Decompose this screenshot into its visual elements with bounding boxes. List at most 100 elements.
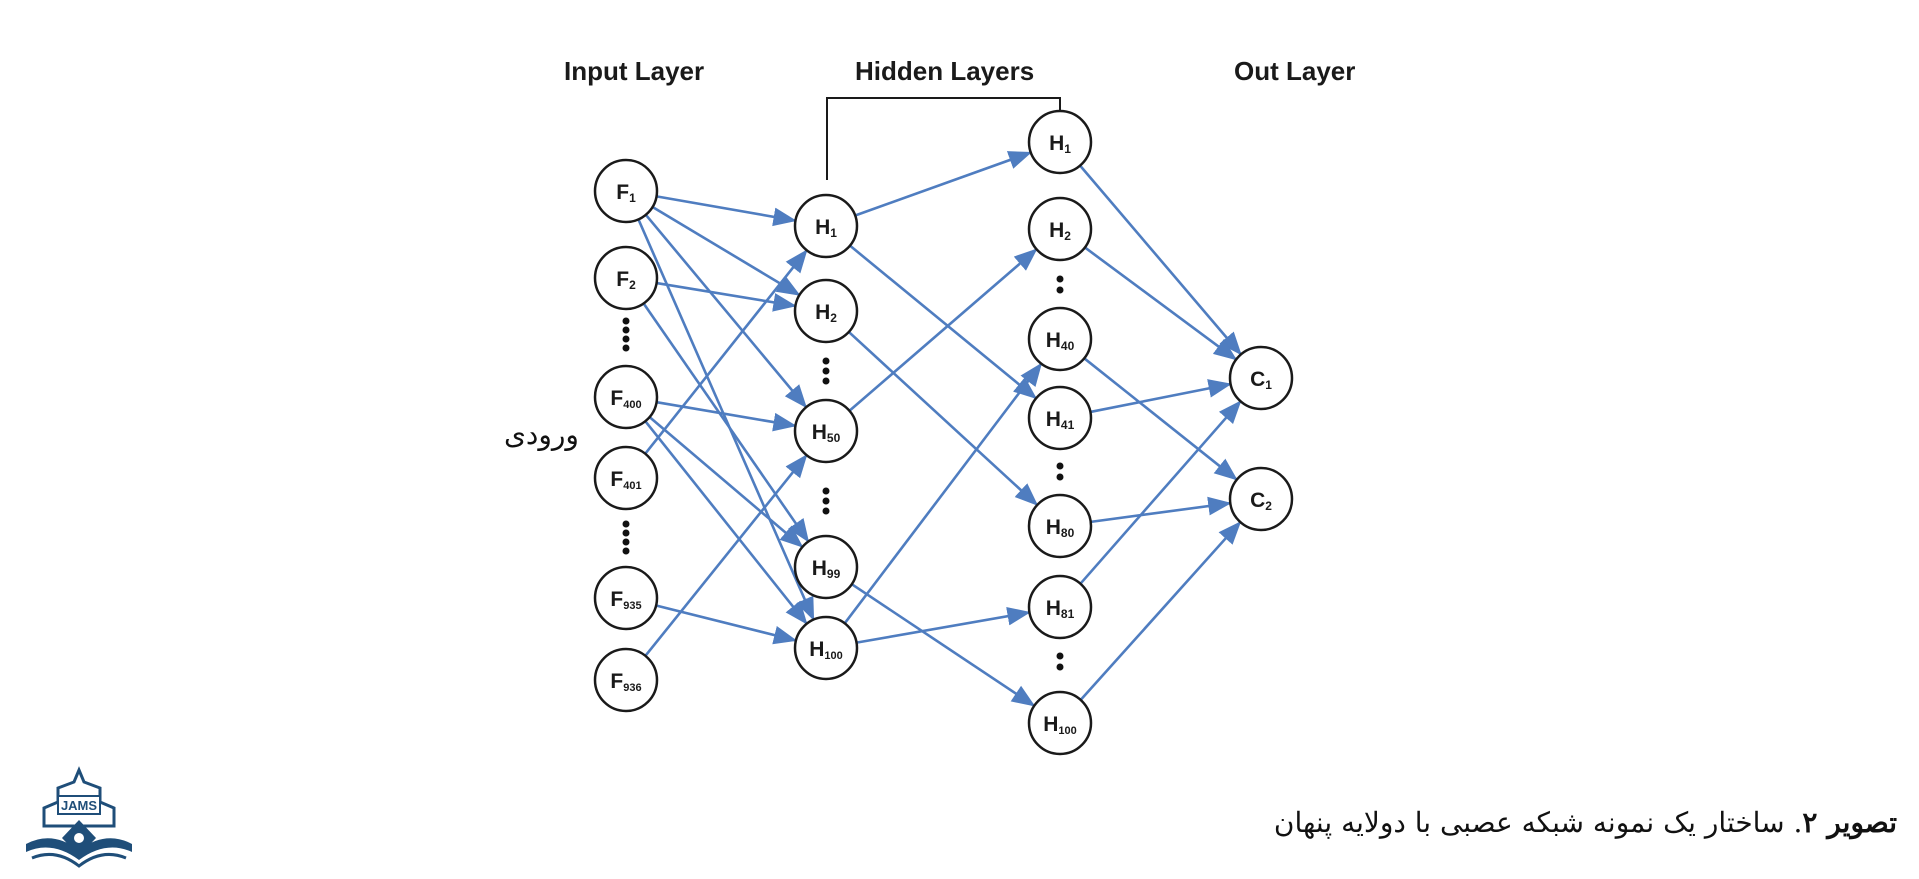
node-label: H40 [1046, 329, 1075, 353]
node-circle [1027, 385, 1093, 451]
node-circle [593, 647, 659, 713]
node-hidden1-h99: H99 [793, 534, 859, 600]
node-label: C2 [1250, 489, 1272, 513]
node-circle [1027, 306, 1093, 372]
ellipsis-dot [622, 326, 630, 334]
caption-figure-number: تصویر ۲ [1802, 806, 1897, 839]
node-input-f400: F400 [593, 364, 659, 430]
ellipsis-dot [822, 507, 830, 515]
output-layer-title: Out Layer [1234, 56, 1356, 86]
edge-B2-C1 [1084, 246, 1238, 361]
node-label: F1 [616, 181, 636, 205]
edge-F401-A1 [644, 249, 808, 455]
edge-A50-B2 [848, 248, 1038, 412]
node-label: C1 [1250, 368, 1272, 392]
ellipsis-dot [1056, 663, 1064, 671]
node-label: H100 [809, 638, 843, 662]
ellipsis-dot [822, 487, 830, 495]
ellipsis-dot [622, 529, 630, 537]
edge-A1-B1 [854, 151, 1033, 217]
edge-B80-C2 [1090, 496, 1232, 524]
node-circle [593, 245, 659, 311]
node-circle [1027, 109, 1093, 175]
node-hidden2-h80: H80 [1027, 493, 1093, 559]
edge-F1-A1 [656, 195, 797, 227]
ellipsis-dot [622, 547, 630, 555]
edge-F935-A100 [655, 604, 798, 645]
node-label: F400 [610, 387, 641, 411]
ellipsis-dot [622, 344, 630, 352]
node-circle [793, 615, 859, 681]
edge-F2-A99 [642, 302, 810, 543]
hidden-layers-bracket [826, 97, 1061, 180]
logo-text: JAMS [61, 798, 97, 813]
ellipsis-dot [822, 357, 830, 365]
node-hidden2-h100: H100 [1027, 690, 1093, 756]
edge-B40-C2 [1083, 357, 1238, 481]
node-label: F936 [610, 670, 641, 694]
node-input-f2: F2 [593, 245, 659, 311]
node-hidden1-h2: H2 [793, 278, 859, 344]
edge-A99-B100 [851, 583, 1036, 707]
node-hidden2-h1: H1 [1027, 109, 1093, 175]
edge-F1-A2 [651, 205, 801, 296]
edge-F2-A2 [656, 281, 797, 312]
node-hidden1-h100: H100 [793, 615, 859, 681]
node-hidden2-h41: H41 [1027, 385, 1093, 451]
node-label: F2 [616, 268, 636, 292]
edge-A2-B80 [847, 331, 1039, 506]
node-circle [1027, 574, 1093, 640]
ellipsis-dot [1056, 652, 1064, 660]
node-input-f935: F935 [593, 565, 659, 631]
node-circle [1228, 345, 1294, 411]
ellipsis-dot [622, 335, 630, 343]
edge-F400-A99 [648, 416, 804, 548]
input-layer-title: Input Layer [564, 56, 705, 86]
ellipsis-dot [1056, 275, 1064, 283]
ellipsis-dots [822, 487, 830, 515]
node-label: H1 [1049, 132, 1071, 156]
ellipsis-dots [622, 317, 630, 352]
node-hidden1-h50: H50 [793, 398, 859, 464]
node-hidden1-h1: H1 [793, 193, 859, 259]
node-circle [593, 158, 659, 224]
ellipsis-dot [822, 377, 830, 385]
node-input-f401: F401 [593, 445, 659, 511]
node-circle [593, 445, 659, 511]
ellipsis-dots [622, 520, 630, 555]
node-circle [1228, 466, 1294, 532]
node-output-c2: C2 [1228, 466, 1294, 532]
ellipsis-dot [622, 520, 630, 528]
ellipsis-dots [1056, 275, 1064, 294]
node-label: H81 [1046, 597, 1075, 621]
edge-B100-C2 [1079, 521, 1242, 701]
ellipsis-dots [1056, 652, 1064, 671]
node-label: H2 [815, 301, 837, 325]
node-label: H80 [1046, 516, 1075, 540]
node-circle [793, 193, 859, 259]
node-circle [593, 364, 659, 430]
ellipsis-dot [1056, 473, 1064, 481]
node-label: F401 [610, 468, 641, 492]
edges-group [637, 151, 1242, 707]
edge-A100-B81 [856, 606, 1031, 644]
edge-F400-A100 [644, 420, 808, 625]
edge-B81-C1 [1079, 400, 1242, 585]
input-side-label: ورودی [504, 418, 579, 451]
jams-logo-icon: JAMS [26, 766, 132, 868]
edge-A100-B40 [843, 362, 1043, 625]
node-label: H1 [815, 216, 837, 240]
node-hidden2-h2: H2 [1027, 196, 1093, 262]
node-input-f1: F1 [593, 158, 659, 224]
node-label: H100 [1043, 713, 1077, 737]
figure-caption: تصویر ۲. ساختار یک نمونه شبکه عصبی با دو… [1274, 806, 1897, 839]
ellipsis-dot [622, 317, 630, 325]
ellipsis-group [622, 275, 1064, 671]
nodes-group: F1F2F400F401F935F936H1H2H50H99H100H1H2H4… [593, 109, 1294, 756]
edge-F400-A50 [656, 400, 797, 432]
edge-B1-C1 [1079, 164, 1242, 356]
ellipsis-dots [822, 357, 830, 385]
node-label: H50 [812, 421, 841, 445]
node-hidden2-h40: H40 [1027, 306, 1093, 372]
